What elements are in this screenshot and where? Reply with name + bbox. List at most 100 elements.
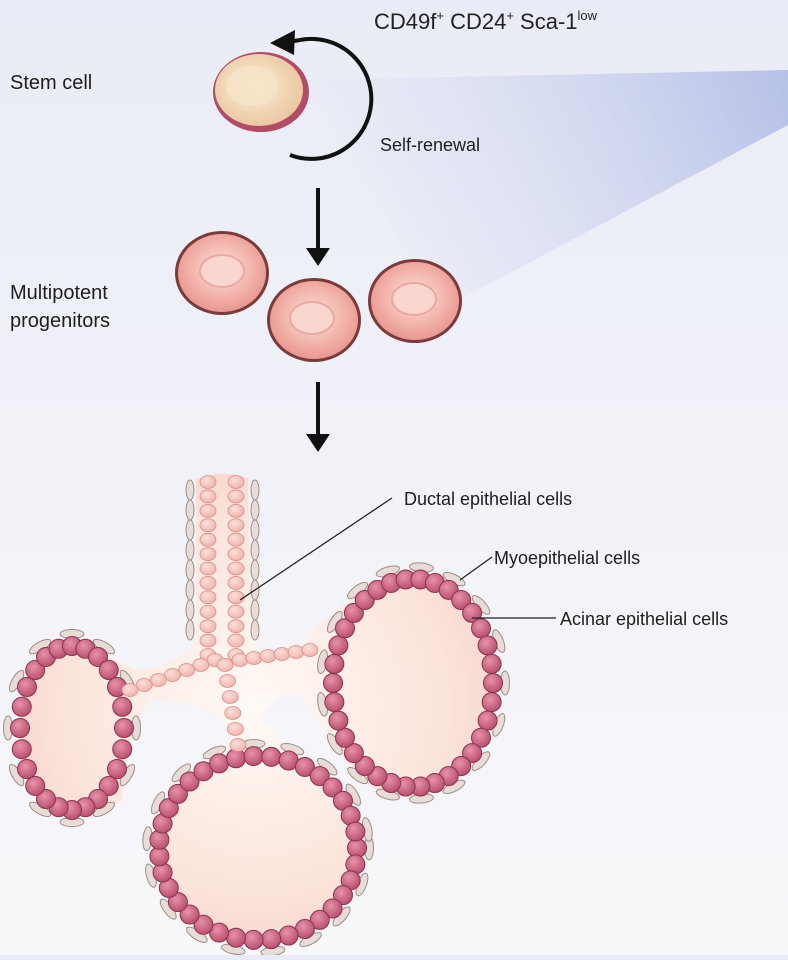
- myoepithelial-cell: [186, 540, 194, 560]
- acinar-cell: [484, 674, 503, 693]
- acinar-cell: [11, 719, 30, 738]
- ductal-cell: [200, 504, 216, 517]
- myoepithelial-cell: [186, 620, 194, 640]
- ductal-cell: [200, 620, 216, 633]
- myoepithelial-cell: [251, 480, 259, 500]
- self-renewal-label: Self-renewal: [380, 132, 480, 158]
- ductal-cell: [228, 605, 244, 618]
- ductal-cell: [260, 650, 276, 663]
- myoepithelial-cell: [251, 620, 259, 640]
- ductal-cell: [228, 476, 244, 489]
- zoom-glow: [305, 70, 788, 310]
- myoepithelial-cell: [186, 480, 194, 500]
- marker-cd49f: CD49f+: [374, 9, 444, 34]
- ductal-cell: [225, 707, 241, 720]
- myoepithelial-cell: [251, 560, 259, 580]
- ductal-cell: [200, 519, 216, 532]
- myoepithelial-cell: [251, 600, 259, 620]
- acinar-cell: [244, 930, 263, 949]
- myoepithelial-cell: [251, 520, 259, 540]
- ductal-cell: [228, 576, 244, 589]
- myoepithelial-cell: [186, 560, 194, 580]
- marker-cd24: CD24+: [450, 9, 514, 34]
- acinar-cell: [478, 636, 497, 655]
- acinar-cell: [262, 930, 281, 949]
- ductal-cell: [228, 591, 244, 604]
- myoepithelial-cell: [251, 500, 259, 520]
- myoepithelial-cell: [251, 540, 259, 560]
- acinar-cell: [482, 693, 501, 712]
- ductal-cell: [122, 684, 138, 697]
- acinar-cell: [325, 693, 344, 712]
- stem-cell-marker-label: CD49f+ CD24+ Sca-1low: [374, 8, 597, 35]
- ductal-cell: [217, 659, 233, 672]
- ductal-cell: [150, 674, 166, 687]
- ductal-cell: [193, 659, 209, 672]
- ductal-cell: [200, 605, 216, 618]
- stem-cell: [213, 52, 309, 132]
- arrow-to-gland: [306, 382, 330, 452]
- ductal-cell: [165, 669, 181, 682]
- acinar-cell: [329, 711, 348, 730]
- ductal-cell: [200, 634, 216, 647]
- acinar-cell: [262, 747, 281, 766]
- acinar-cell: [113, 740, 132, 759]
- acinar-cell: [279, 926, 298, 945]
- acinar-cell: [472, 619, 491, 638]
- acinar-cell: [99, 661, 118, 680]
- myoepithelial-cell: [186, 500, 194, 520]
- acinar-cell: [478, 711, 497, 730]
- ductal-cell: [228, 504, 244, 517]
- acinar-cell: [210, 754, 229, 773]
- mammary-gland: [4, 473, 510, 955]
- ductal-cell: [246, 652, 262, 665]
- acinar-cell: [108, 760, 127, 779]
- multipotent-label-line1: Multipotent: [10, 280, 108, 306]
- ductal-cell: [200, 476, 216, 489]
- ductal-cell: [302, 644, 318, 657]
- ductal-cell: [228, 519, 244, 532]
- stem-cell-label: Stem cell: [10, 70, 92, 96]
- myoepithelial-cell: [186, 580, 194, 600]
- ductal-cell: [200, 533, 216, 546]
- progenitor-cell: [175, 231, 269, 315]
- acinar-cell: [26, 776, 45, 795]
- acinar-cell: [17, 678, 36, 697]
- ductal-cell: [228, 533, 244, 546]
- ductal-cell: [230, 739, 246, 752]
- acinar-cell: [150, 830, 169, 849]
- ductal-cell: [136, 679, 152, 692]
- acinar-cell: [226, 928, 245, 947]
- ductal-cell: [232, 654, 248, 667]
- ductal-cell: [228, 562, 244, 575]
- acinar-cell: [329, 636, 348, 655]
- ductal-cell: [228, 634, 244, 647]
- ductal-label: Ductal epithelial cells: [404, 486, 572, 512]
- ductal-cell: [288, 646, 304, 659]
- arrow-to-progenitors: [306, 188, 330, 266]
- ductal-cell: [227, 723, 243, 736]
- ductal-cell: [222, 691, 238, 704]
- acinar-cell: [324, 674, 343, 693]
- multipotent-label-line2: progenitors: [10, 308, 110, 334]
- acinar-cell: [113, 697, 132, 716]
- progenitor-cell: [368, 259, 462, 343]
- ductal-cell: [274, 648, 290, 661]
- myoepithelial-cell: [186, 600, 194, 620]
- myoepithelial-leader: [460, 557, 492, 580]
- myoepithelial-cell: [186, 520, 194, 540]
- ductal-cell: [200, 591, 216, 604]
- ductal-cell: [200, 562, 216, 575]
- ductal-cell: [228, 620, 244, 633]
- ductal-cell: [200, 490, 216, 503]
- ductal-cell: [228, 548, 244, 561]
- acinar-label: Acinar epithelial cells: [560, 606, 728, 632]
- ductal-cell: [200, 576, 216, 589]
- ductal-cell: [200, 548, 216, 561]
- ductal-cell: [179, 664, 195, 677]
- acinar-cell: [482, 654, 501, 673]
- myoepithelial-label: Myoepithelial cells: [494, 545, 640, 571]
- acinar-cell: [12, 697, 31, 716]
- acinar-cell: [153, 863, 172, 882]
